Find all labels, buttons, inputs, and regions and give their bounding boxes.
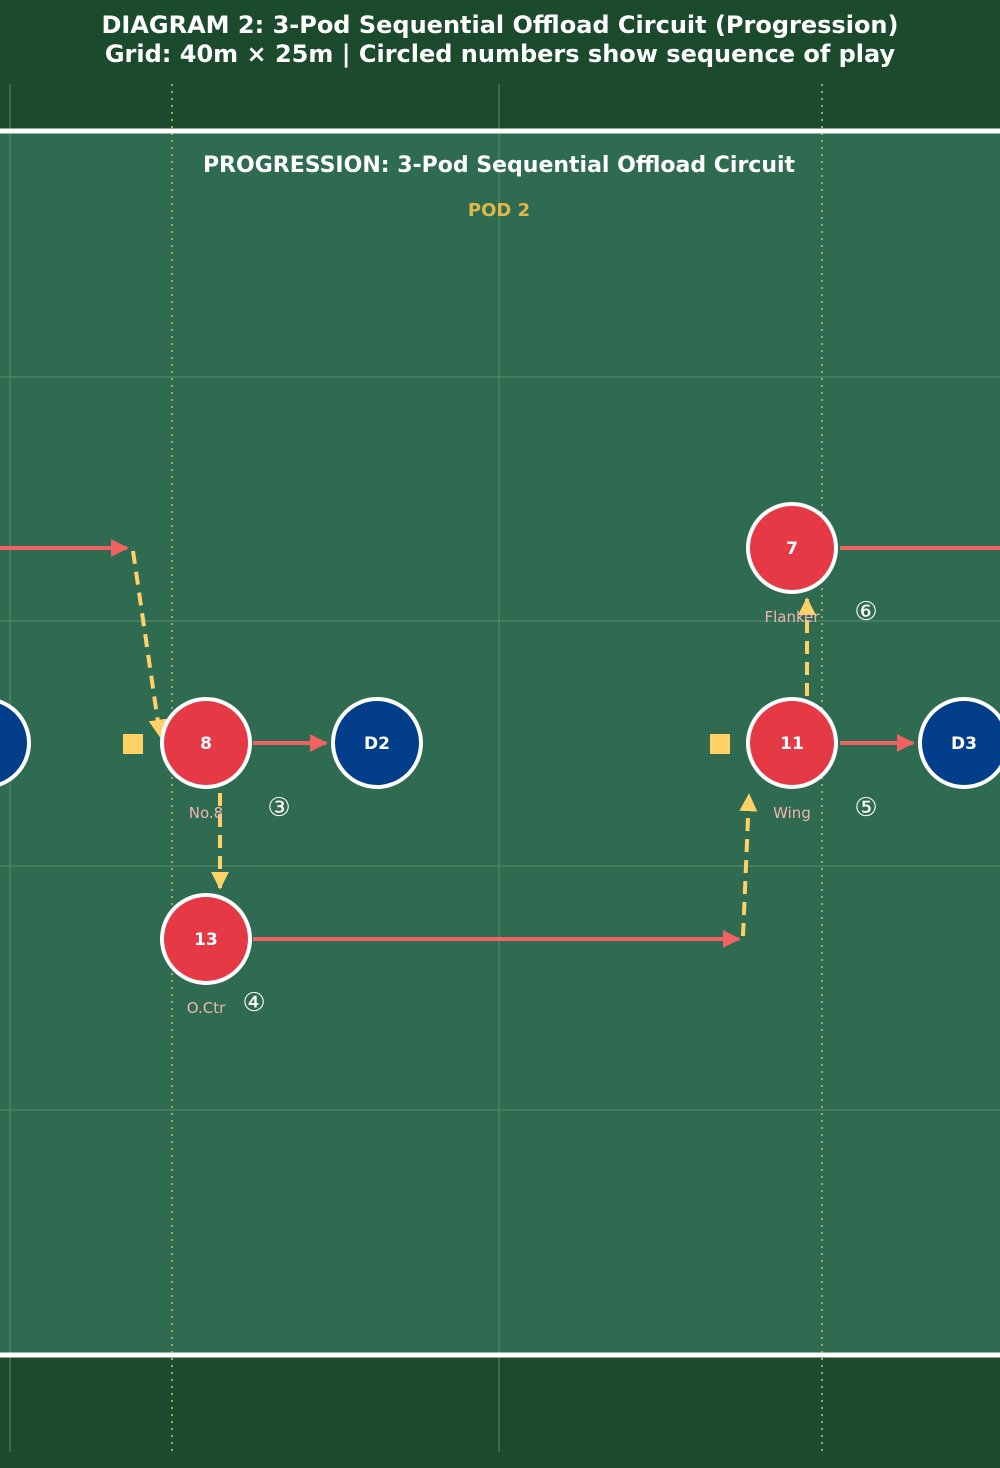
player-role: O.Ctr: [187, 999, 226, 1017]
defender-partial-left: [0, 699, 31, 787]
cone-marker: [123, 734, 143, 754]
player-number: 8: [200, 734, 212, 754]
player-number: 11: [780, 734, 804, 754]
cone-marker: [710, 734, 730, 754]
defender-d3: D3: [918, 697, 1000, 789]
attacker-11: 11 Wing ⑤: [746, 697, 878, 823]
pod-label: POD 2: [468, 200, 530, 221]
diagram-title: DIAGRAM 2: 3-Pod Sequential Offload Circ…: [101, 11, 899, 39]
sequence-number: ④: [242, 988, 265, 1018]
player-role: Flanker: [764, 608, 820, 626]
player-number: 7: [786, 539, 798, 559]
diagram-subtitle: Grid: 40m × 25m | Circled numbers show s…: [104, 40, 896, 68]
defender-label: D3: [951, 734, 977, 754]
defender-d2: D2: [331, 697, 423, 789]
sequence-number: ⑥: [854, 597, 877, 627]
field-heading: PROGRESSION: 3-Pod Sequential Offload Ci…: [203, 153, 796, 178]
player-role: Wing: [773, 804, 811, 822]
offload-passes: [131, 550, 816, 937]
attacker-13: 13 O.Ctr ④: [160, 893, 266, 1018]
offload-pass-13-to-11: [739, 793, 758, 937]
player-number: 13: [194, 930, 218, 950]
player-role: No.8: [189, 804, 223, 822]
attacker-7: 7 Flanker ⑥: [746, 502, 878, 627]
sequence-number: ⑤: [854, 793, 877, 823]
attacker-8: 8 No.8 ③: [160, 697, 291, 823]
sequence-number: ③: [267, 793, 290, 823]
defender-label: D2: [364, 734, 390, 754]
run-lines: [0, 539, 1000, 948]
offload-pass-to-8: [131, 550, 167, 738]
